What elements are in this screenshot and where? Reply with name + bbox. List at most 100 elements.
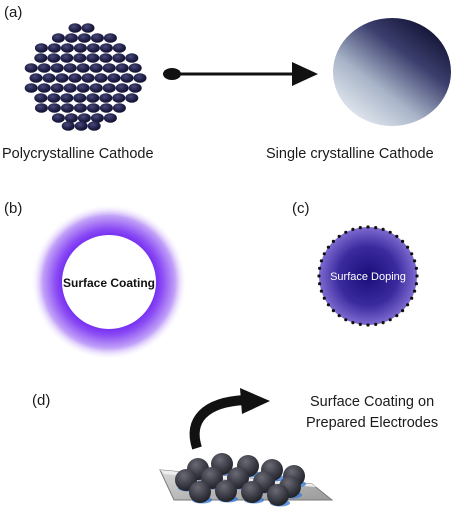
poly-particle bbox=[76, 63, 90, 73]
poly-particle bbox=[63, 63, 77, 73]
dopant-dot bbox=[388, 230, 392, 234]
poly-particle bbox=[125, 53, 139, 63]
transformation-arrow bbox=[163, 62, 318, 86]
poly-particle bbox=[103, 113, 117, 123]
poly-particle bbox=[73, 93, 87, 103]
poly-particle bbox=[60, 93, 74, 103]
prepared-electrode bbox=[159, 453, 334, 507]
poly-particle bbox=[34, 93, 48, 103]
poly-particle bbox=[99, 53, 113, 63]
dopant-dot bbox=[322, 296, 326, 300]
poly-particle bbox=[63, 83, 77, 93]
dopant-dot bbox=[366, 225, 370, 229]
poly-particle bbox=[86, 103, 100, 113]
dopant-dot bbox=[331, 309, 335, 313]
dopant-dot bbox=[351, 321, 355, 325]
poly-particle bbox=[86, 93, 100, 103]
poly-particle bbox=[47, 43, 61, 53]
panel-label-b: (b) bbox=[4, 200, 23, 217]
poly-particle bbox=[112, 53, 126, 63]
poly-particle bbox=[102, 83, 116, 93]
dopant-dot bbox=[395, 234, 399, 238]
poly-particle bbox=[51, 33, 65, 43]
dopant-dot bbox=[319, 259, 323, 263]
curved-arrow bbox=[189, 388, 270, 450]
dopant-dot bbox=[414, 282, 418, 286]
surface-doping-particle: Surface Doping bbox=[317, 225, 419, 327]
poly-particle bbox=[47, 103, 61, 113]
poly-particle bbox=[115, 63, 129, 73]
poly-particle bbox=[61, 121, 75, 131]
dopant-dots bbox=[317, 225, 419, 327]
poly-particle bbox=[87, 121, 101, 131]
panel-label-a: (a) bbox=[4, 4, 23, 21]
dopant-dot bbox=[358, 226, 362, 230]
surface-coating-particle: Surface Coating bbox=[31, 204, 187, 360]
poly-particle bbox=[133, 73, 147, 83]
dopant-dot bbox=[401, 239, 405, 243]
panel-label-d: (d) bbox=[32, 392, 51, 409]
surface-coating-label: Surface Coating bbox=[63, 276, 155, 290]
poly-particle bbox=[34, 43, 48, 53]
poly-particle bbox=[60, 43, 74, 53]
poly-particle bbox=[64, 33, 78, 43]
dopant-dot bbox=[319, 289, 323, 293]
poly-particle bbox=[81, 23, 95, 33]
dopant-dot bbox=[326, 303, 330, 307]
poly-particle bbox=[89, 63, 103, 73]
poly-particle bbox=[73, 53, 87, 63]
dopant-dot bbox=[322, 252, 326, 256]
poly-particle bbox=[90, 33, 104, 43]
poly-particle bbox=[76, 83, 90, 93]
poly-particle bbox=[42, 73, 56, 83]
poly-particle bbox=[103, 33, 117, 43]
dopant-dot bbox=[317, 274, 321, 278]
dopant-dot bbox=[381, 321, 385, 325]
poly-particle bbox=[125, 93, 139, 103]
poly-particle bbox=[37, 83, 51, 93]
poly-particle bbox=[24, 83, 38, 93]
poly-particle bbox=[86, 43, 100, 53]
dopant-dot bbox=[410, 296, 414, 300]
dopant-dot bbox=[374, 322, 378, 326]
poly-particle bbox=[86, 53, 100, 63]
dopant-dot bbox=[331, 239, 335, 243]
poly-particle bbox=[60, 103, 74, 113]
poly-particle bbox=[37, 63, 51, 73]
poly-particle bbox=[73, 103, 87, 113]
poly-particle bbox=[77, 33, 91, 43]
poly-particle bbox=[120, 73, 134, 83]
poly-particle bbox=[34, 103, 48, 113]
electrode-coating-caption-line1: Surface Coating on bbox=[310, 394, 435, 410]
dopant-dot bbox=[326, 245, 330, 249]
dopant-dot bbox=[337, 234, 341, 238]
surface-doping-label: Surface Doping bbox=[330, 271, 406, 283]
dopant-dot bbox=[337, 314, 341, 318]
dopant-dot bbox=[344, 318, 348, 322]
electrode-particle bbox=[189, 481, 211, 503]
poly-particle bbox=[112, 103, 126, 113]
electrode-particle bbox=[267, 484, 289, 506]
dopant-dot bbox=[413, 259, 417, 263]
poly-particle bbox=[99, 93, 113, 103]
poly-particle bbox=[74, 121, 88, 131]
single-crystalline-caption: Single crystalline Cathode bbox=[266, 146, 434, 162]
poly-particle bbox=[47, 93, 61, 103]
electrode-particle bbox=[241, 481, 263, 503]
poly-particle bbox=[73, 43, 87, 53]
poly-particle bbox=[112, 43, 126, 53]
electrode-particles bbox=[175, 453, 306, 507]
dopant-dot bbox=[406, 303, 410, 307]
dopant-dot bbox=[395, 314, 399, 318]
poly-particle bbox=[77, 113, 91, 123]
poly-particle bbox=[68, 23, 82, 33]
poly-particle bbox=[112, 93, 126, 103]
dopant-dot bbox=[406, 245, 410, 249]
poly-particle bbox=[50, 63, 64, 73]
poly-particle bbox=[102, 63, 116, 73]
electrode-coating-caption-line2: Prepared Electrodes bbox=[306, 415, 439, 431]
dopant-dot bbox=[344, 230, 348, 234]
poly-particle bbox=[90, 113, 104, 123]
single-crystal-particle bbox=[333, 18, 451, 126]
